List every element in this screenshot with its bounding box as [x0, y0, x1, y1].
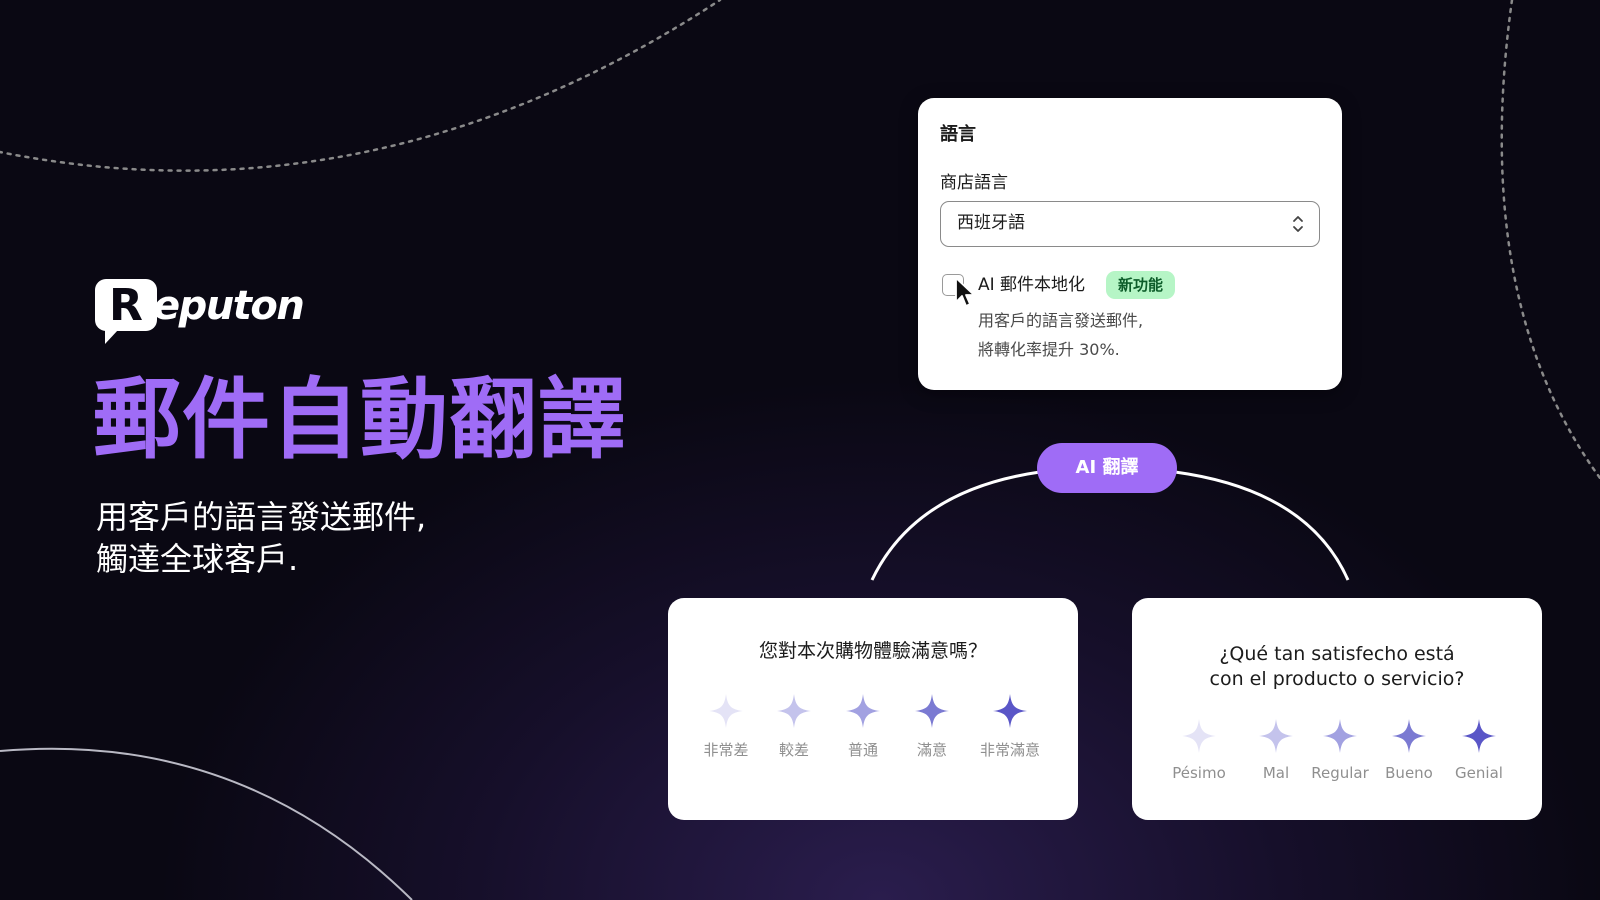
store-language-select[interactable]: 西班牙語	[940, 201, 1320, 247]
reputon-logo: R eputon	[95, 277, 335, 344]
question-line-1: ¿Qué tan satisfecho está	[1219, 643, 1455, 665]
rating-option-3[interactable]: Regular	[1300, 718, 1380, 782]
rating-option-5[interactable]: Genial	[1439, 718, 1519, 782]
card-title: 語言	[940, 124, 976, 145]
survey-card-chinese: 您對本次購物體驗滿意嗎？ 非常差 較差 普通 滿意 非常滿意	[668, 598, 1078, 820]
ai-translate-pill: AI 翻譯	[1037, 443, 1177, 493]
desc-line-1: 用客戶的語言發送郵件,	[978, 311, 1144, 330]
rating-label: 非常差	[703, 741, 749, 759]
question-line-2: con el producto o servicio?	[1209, 668, 1465, 690]
logo-wordmark: eputon	[153, 283, 305, 329]
dotted-arc-top-left	[0, 0, 722, 172]
sparkle-star-icon	[777, 694, 811, 728]
sparkle-star-icon	[1259, 719, 1293, 753]
mouse-pointer-icon	[955, 277, 975, 307]
connector-right-arc	[1174, 470, 1350, 581]
store-language-label: 商店語言	[940, 173, 1008, 193]
rating-label: 滿意	[916, 741, 947, 759]
rating-label: 較差	[778, 741, 809, 759]
rating-label: 普通	[847, 741, 878, 759]
sparkle-star-icon	[1323, 719, 1357, 753]
store-language-value: 西班牙語	[957, 213, 1025, 233]
survey-card-spanish: ¿Qué tan satisfecho está con el producto…	[1132, 598, 1542, 820]
sparkle-star-icon	[1392, 719, 1426, 753]
subline-line-2: 觸達全球客戶.	[96, 540, 299, 578]
new-feature-badge: 新功能	[1106, 271, 1176, 299]
ai-localization-description: 用客戶的語言發送郵件, 將轉化率提升 30%.	[978, 306, 1298, 364]
rating-label: Bueno	[1385, 764, 1433, 782]
rating-option-3[interactable]: 普通	[823, 693, 903, 760]
sparkle-star-icon	[915, 694, 949, 728]
rating-label: Mal	[1262, 764, 1290, 782]
subline-line-1: 用客戶的語言發送郵件,	[96, 498, 427, 536]
rating-scale: Pésimo Mal Regular Bueno Genial	[1132, 718, 1542, 798]
language-settings-card: 語言 商店語言 西班牙語 AI 郵件本地化 新功能 用客戶的語言發送郵件, 將轉…	[918, 98, 1342, 390]
ai-localization-label: AI 郵件本地化	[978, 275, 1086, 295]
sparkle-star-icon	[846, 694, 880, 728]
rating-label: Regular	[1311, 764, 1369, 782]
rating-option-1[interactable]: 非常差	[686, 693, 766, 760]
sparkle-star-icon	[993, 694, 1027, 728]
solid-arc-bottom-left	[0, 747, 413, 900]
sparkle-star-icon	[1182, 719, 1216, 753]
chevron-up-down-icon	[1293, 216, 1303, 232]
rating-option-2[interactable]: 較差	[754, 693, 834, 760]
sparkle-star-icon	[1462, 719, 1496, 753]
rating-label: 非常滿意	[979, 741, 1040, 759]
logo-speech-bubble-icon	[95, 279, 157, 344]
page-subline: 用客戶的語言發送郵件, 觸達全球客戶.	[96, 496, 616, 580]
dotted-arc-right	[1500, 0, 1600, 480]
page-headline: 郵件自動翻譯	[93, 368, 628, 471]
connector-left-arc	[870, 470, 1041, 581]
survey-question: ¿Qué tan satisfecho está con el producto…	[1132, 642, 1542, 692]
rating-scale: 非常差 較差 普通 滿意 非常滿意	[668, 693, 1078, 773]
logo-letter: R	[109, 280, 143, 331]
sparkle-star-icon	[709, 694, 743, 728]
rating-option-1[interactable]: Pésimo	[1159, 718, 1239, 782]
rating-label: Genial	[1455, 764, 1503, 782]
rating-option-5[interactable]: 非常滿意	[970, 693, 1050, 760]
rating-option-4[interactable]: Bueno	[1369, 718, 1449, 782]
rating-label: Pésimo	[1172, 764, 1226, 782]
rating-option-2[interactable]: Mal	[1236, 718, 1316, 782]
survey-question: 您對本次購物體驗滿意嗎？	[758, 640, 987, 662]
desc-line-2: 將轉化率提升 30%.	[978, 340, 1120, 359]
rating-option-4[interactable]: 滿意	[892, 693, 972, 760]
